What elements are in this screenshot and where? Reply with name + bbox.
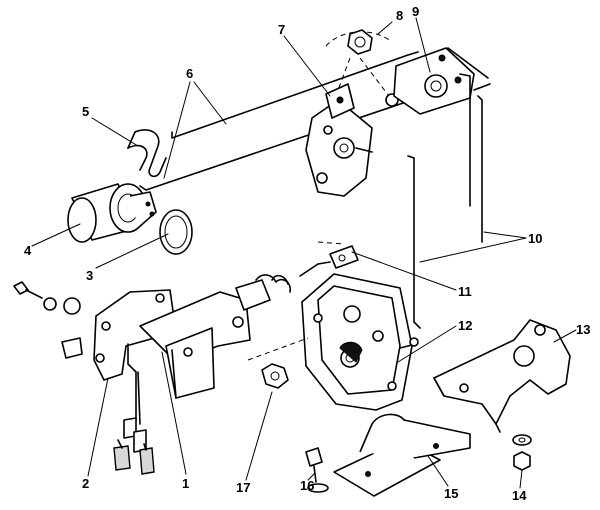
callout-15: 15 xyxy=(444,486,458,501)
part-upper-plate xyxy=(393,47,491,115)
part-rods xyxy=(139,51,419,191)
callout-6: 6 xyxy=(186,66,193,81)
part-lock-mechanism xyxy=(247,273,419,411)
part-spring-pin xyxy=(299,241,359,277)
callout-4: 4 xyxy=(24,243,32,258)
callout-2: 2 xyxy=(82,476,89,491)
callout-13: 13 xyxy=(576,322,590,337)
leader-lines xyxy=(31,17,577,489)
part-actuator-bracket xyxy=(13,281,177,381)
callout-12: 12 xyxy=(458,318,472,333)
part-mounting-bracket xyxy=(433,319,571,433)
part-cylinder xyxy=(67,183,157,243)
callout-16: 16 xyxy=(300,478,314,493)
part-ring xyxy=(159,209,193,255)
part-clip xyxy=(127,129,167,178)
part-nut xyxy=(261,363,289,389)
callout-10: 10 xyxy=(528,231,542,246)
callout-14: 14 xyxy=(512,488,527,503)
callout-labels: 1 2 3 4 5 6 7 8 9 10 11 12 13 14 15 16 1… xyxy=(24,4,590,503)
part-actuator-motor xyxy=(113,274,292,475)
part-lever-bracket xyxy=(305,83,373,197)
callout-1: 1 xyxy=(182,476,189,491)
part-vertical-rods xyxy=(407,73,483,329)
part-bolt xyxy=(305,447,329,493)
callout-8: 8 xyxy=(396,8,403,23)
callout-17: 17 xyxy=(236,480,250,495)
callout-9: 9 xyxy=(412,4,419,19)
callout-5: 5 xyxy=(82,104,89,119)
callout-3: 3 xyxy=(86,268,93,283)
part-nut-washer xyxy=(512,434,532,471)
callout-11: 11 xyxy=(458,284,472,299)
callout-7: 7 xyxy=(278,22,285,37)
part-clamp-plate xyxy=(333,413,471,497)
